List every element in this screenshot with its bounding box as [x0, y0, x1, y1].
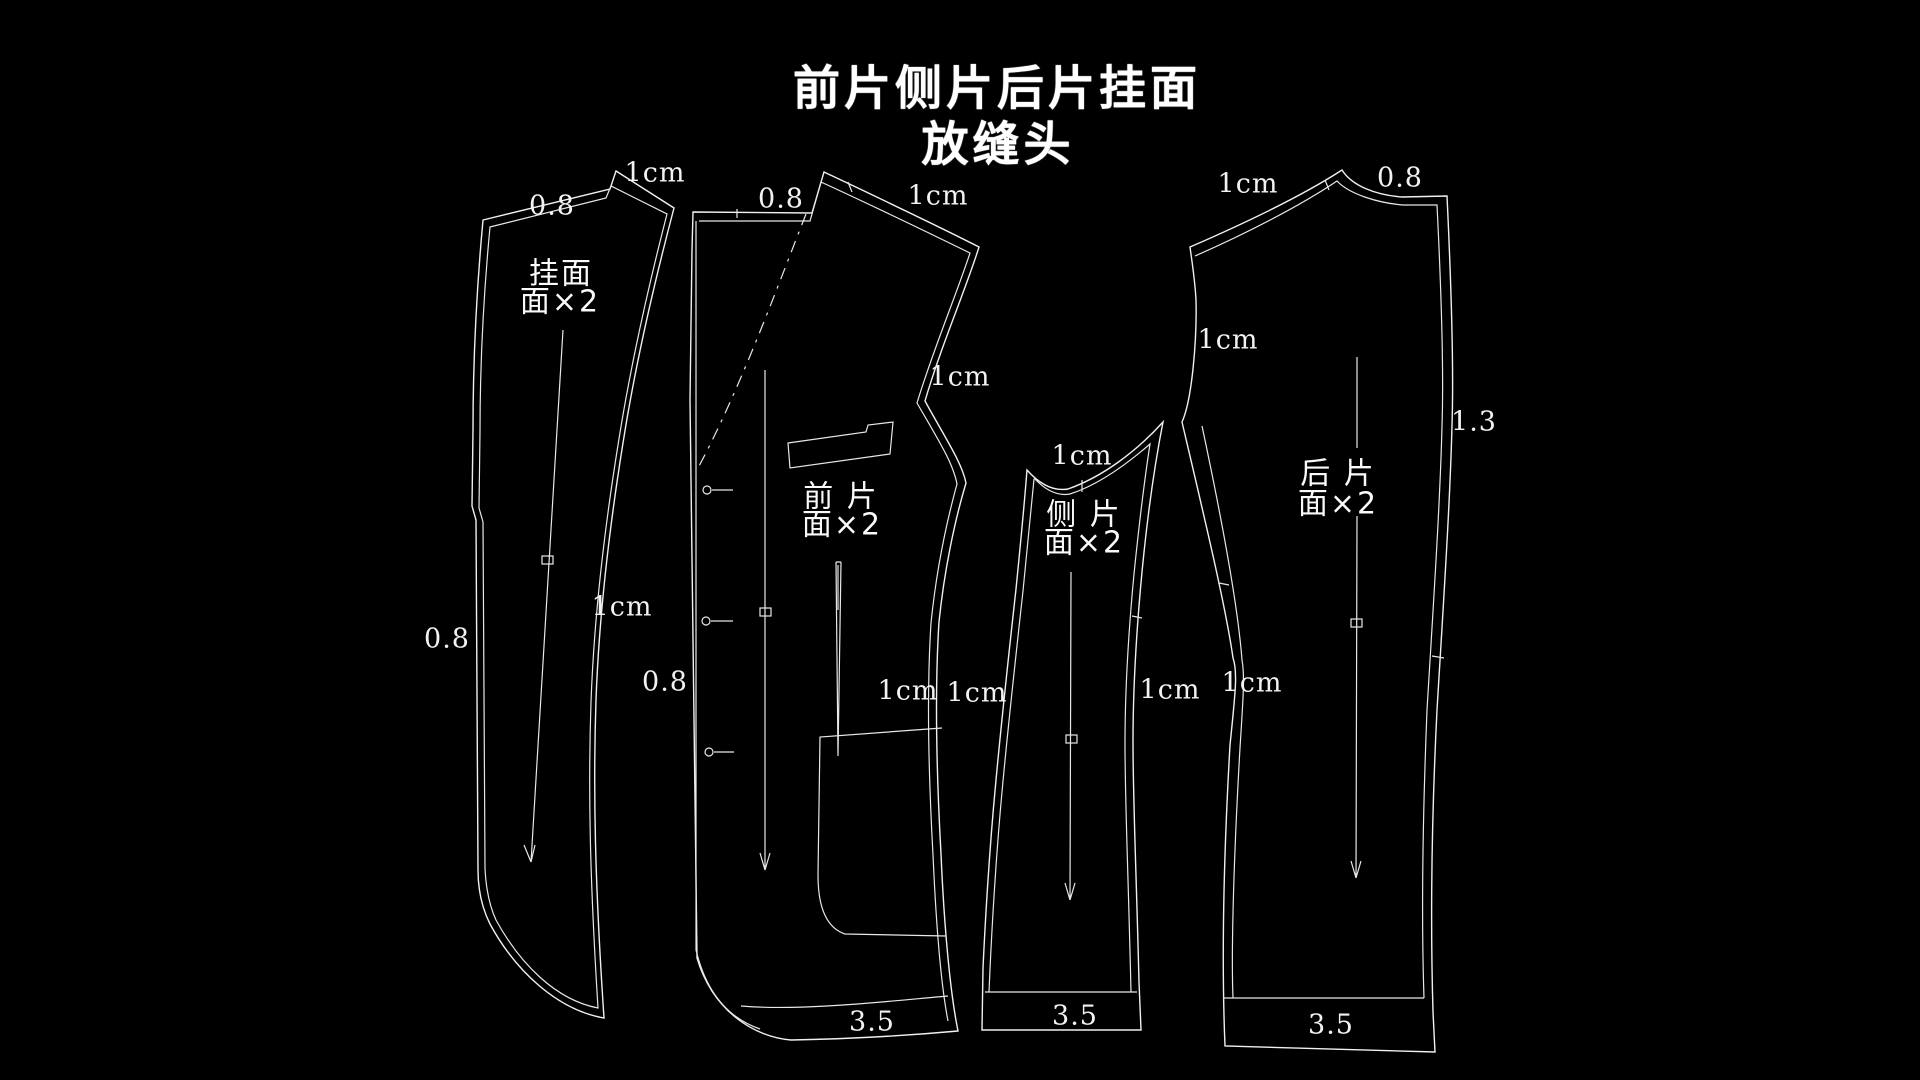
seam-label-back-armhole: 1cm — [1197, 324, 1259, 356]
back-label-qty: 面×2 — [1297, 486, 1379, 522]
facing-label-qty: 面×2 — [519, 284, 601, 320]
side-grainline — [1064, 571, 1076, 901]
back-grainline — [1350, 357, 1362, 879]
seam-label-front-top: 0.8 — [758, 183, 804, 215]
seam-label-front-hem: 3.5 — [849, 1006, 895, 1038]
back-left-inner-line — [1201, 425, 1245, 999]
side-label-name: 侧 片 — [1046, 497, 1122, 533]
front-grainline-square — [759, 607, 772, 617]
back-label-name: 后 片 — [1300, 456, 1376, 492]
seam-label-front-side: 1cm — [877, 675, 939, 707]
seam-label-back-centerback: 1.3 — [1451, 406, 1497, 438]
front-pocket — [817, 727, 947, 937]
seam-label-side-hem: 3.5 — [1052, 1000, 1098, 1032]
seam-label-front-shoulder: 1cm — [907, 180, 969, 212]
back-outline-outer — [1181, 169, 1454, 1053]
facing-outline-outer — [471, 169, 675, 1019]
seam-label-back-shoulder: 1cm — [1217, 168, 1279, 200]
front-roll-line — [697, 213, 807, 469]
facing-outline-inner — [478, 185, 668, 1009]
seam-label-back-hem: 3.5 — [1308, 1009, 1354, 1041]
front-outline-outer — [689, 171, 980, 1041]
seam-label-front-lapel: 1cm — [929, 361, 991, 393]
seam-label-facing-left: 0.8 — [424, 623, 470, 655]
front-outline-inner — [699, 181, 971, 1022]
seam-label-front-left-lower: 0.8 — [642, 666, 688, 698]
seam-label-side-left: 1cm — [946, 677, 1008, 709]
front-dart — [835, 561, 842, 757]
seam-label-facing-peak: 1cm — [624, 157, 686, 189]
seam-label-facing-top: 0.8 — [529, 190, 575, 222]
side-grainline-square — [1065, 734, 1078, 744]
front-left-inner-line — [695, 221, 761, 1030]
front-hem-line — [740, 995, 949, 1009]
back-outline-inner — [1194, 180, 1444, 999]
side-notch-ticks — [1081, 480, 1143, 619]
front-label-name: 前 片 — [803, 479, 879, 515]
front-notch-ticks — [736, 181, 853, 218]
facing-grainline-square — [541, 555, 554, 565]
back-grainline-square — [1350, 618, 1363, 628]
side-outline-outer — [981, 419, 1165, 1031]
front-label-qty: 面×2 — [801, 507, 883, 543]
facing-label-name: 挂面 — [529, 256, 593, 292]
sheet-title-line1: 前片侧片后片挂面 — [793, 61, 1201, 117]
back-notch-ticks — [1218, 179, 1445, 659]
front-buttonholes — [701, 485, 734, 757]
side-label-qty: 面×2 — [1043, 525, 1125, 561]
seam-label-back-left-lower: 1cm — [1221, 667, 1283, 699]
front-chest-welt — [787, 421, 894, 469]
side-left-inner-line — [988, 478, 1035, 993]
sheet-title-line2: 放缝头 — [921, 117, 1075, 173]
front-grainline — [759, 370, 771, 871]
seam-label-side-top: 1cm — [1051, 440, 1113, 472]
seam-label-back-top: 0.8 — [1377, 162, 1423, 194]
side-outline-inner — [1033, 442, 1151, 993]
facing-grainline — [523, 329, 564, 863]
seam-label-side-right: 1cm — [1139, 674, 1201, 706]
seam-label-facing-right: 1cm — [591, 591, 653, 623]
